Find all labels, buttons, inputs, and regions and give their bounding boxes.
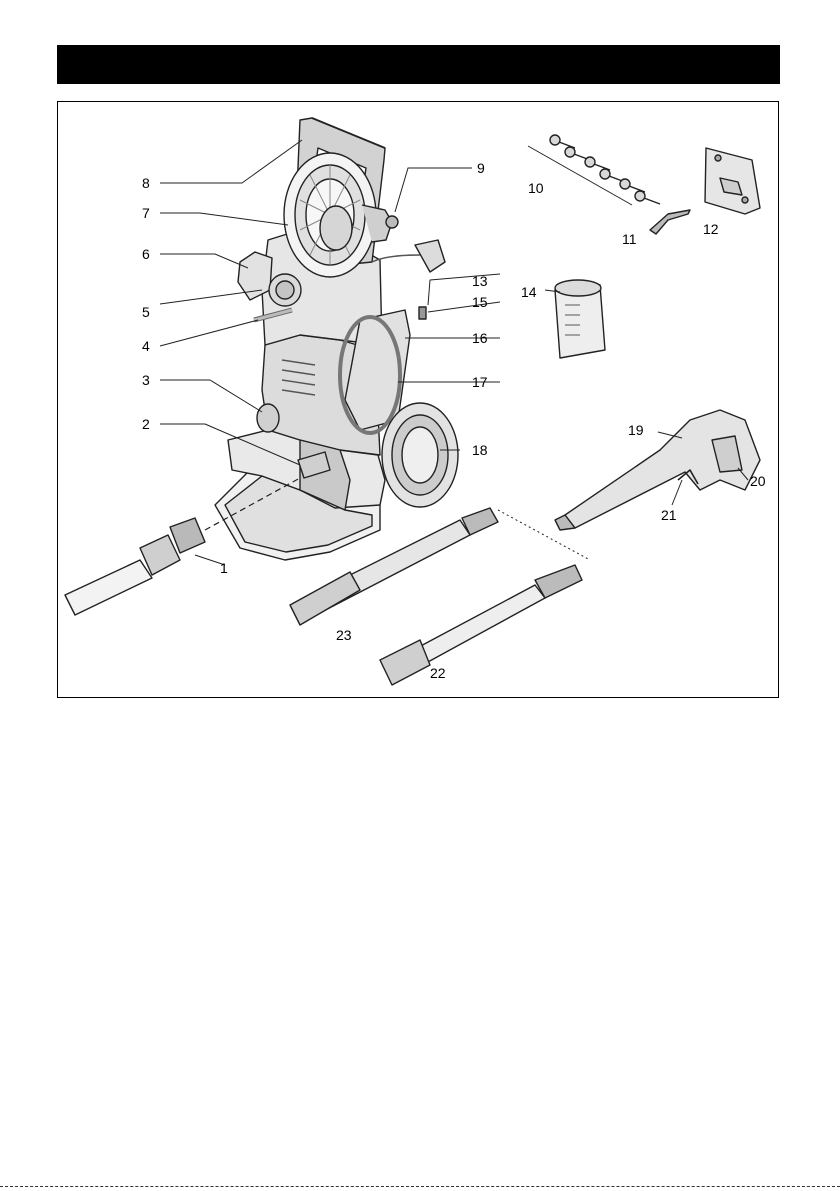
callout-7: 7: [142, 205, 150, 221]
callout-18: 18: [472, 442, 488, 458]
callout-8: 8: [142, 175, 150, 191]
detergent-bottle: [555, 280, 605, 358]
callout-10: 10: [528, 180, 544, 196]
callout-5: 5: [142, 304, 150, 320]
callout-19: 19: [628, 422, 644, 438]
callout-1: 1: [220, 560, 228, 576]
callout-11: 11: [622, 231, 637, 247]
callout-15: 15: [472, 294, 488, 310]
callout-labels: 1 2 3 4 5 6 7 8 9 10 11 12 13 14 15 16 1…: [142, 160, 766, 681]
callout-17: 17: [472, 374, 488, 390]
page-cut-line: [0, 1186, 840, 1187]
callout-21: 21: [661, 507, 677, 523]
washer-body: [215, 118, 458, 560]
hex-key: [650, 210, 690, 234]
trigger-gun: [555, 410, 760, 530]
bracket: [705, 148, 760, 214]
callout-14: 14: [521, 284, 537, 300]
callout-3: 3: [142, 372, 150, 388]
callout-20: 20: [750, 473, 766, 489]
callout-9: 9: [477, 160, 485, 176]
callout-6: 6: [142, 246, 150, 262]
callout-16: 16: [472, 330, 488, 346]
callout-13: 13: [472, 273, 488, 289]
callout-12: 12: [703, 221, 719, 237]
callout-23: 23: [336, 627, 352, 643]
spray-lance-dirt-blaster: [380, 565, 582, 685]
callout-22: 22: [430, 665, 446, 681]
screws: [528, 135, 660, 205]
callout-2: 2: [142, 416, 150, 432]
callout-4: 4: [142, 338, 150, 354]
